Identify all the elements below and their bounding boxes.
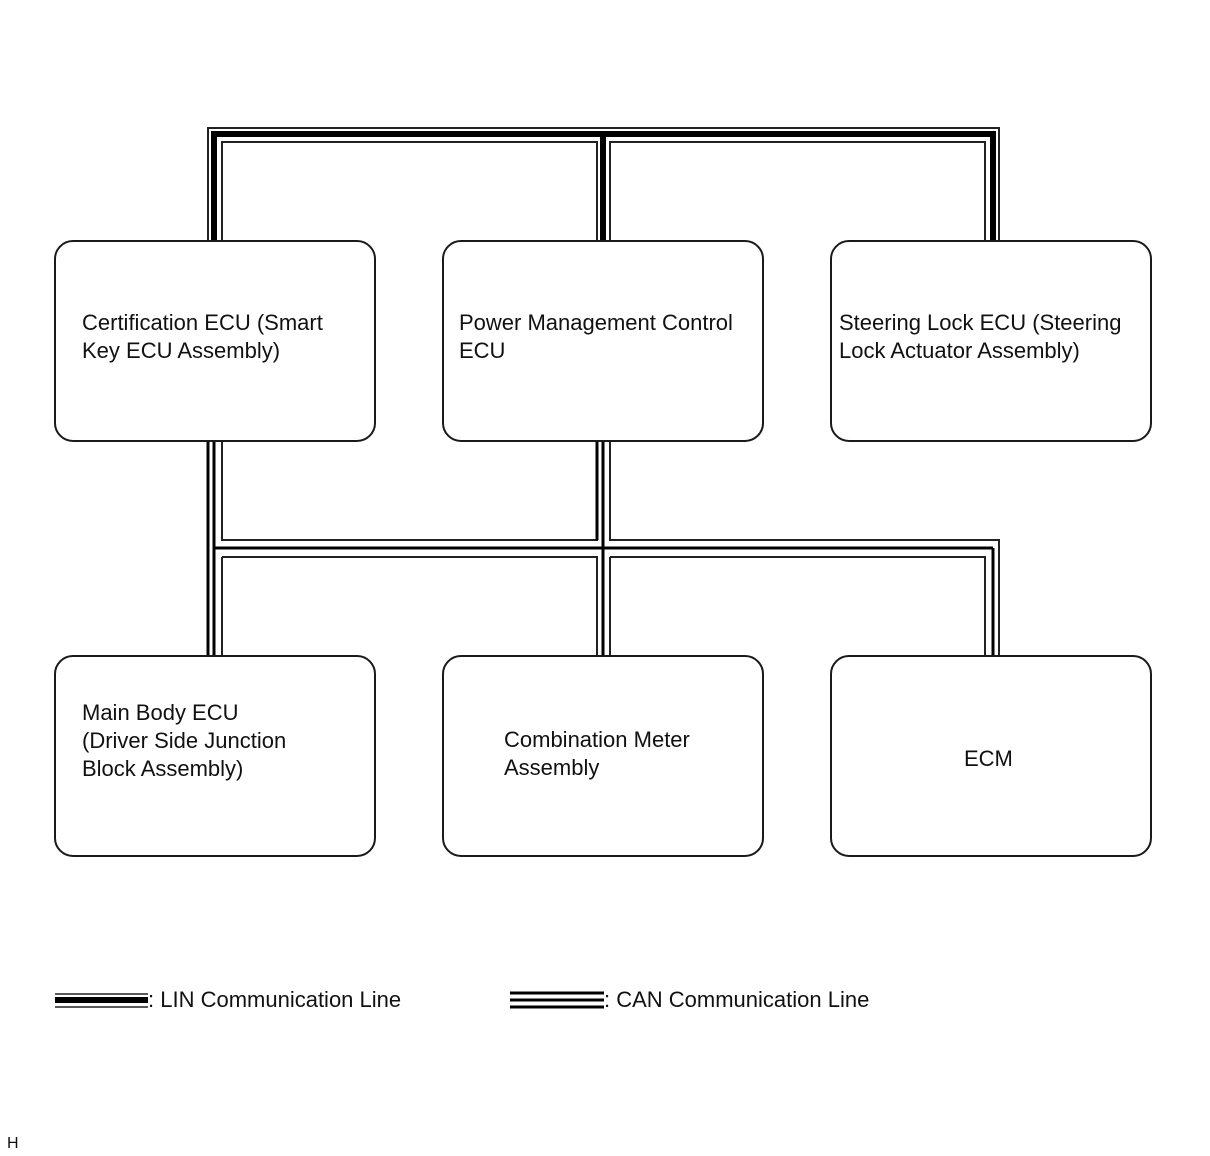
legend-can-swatch [510,991,604,1009]
corner-mark: H [7,1135,19,1152]
legend: : LIN Communication Line : CAN Communica… [55,987,869,1012]
node-certification-ecu: Certification ECU (Smart Key ECU Assembl… [54,240,376,442]
node-label-line: Main Body ECU [82,700,239,725]
node-label-line: Key ECU Assembly) [82,338,280,363]
node-label-line: Certification ECU (Smart [82,310,323,335]
node-label-line: (Driver Side Junction [82,728,286,753]
node-label-line: Block Assembly) [82,756,243,781]
lin-bus-top [207,127,1000,240]
node-label-line: ECU [459,338,505,363]
node-label-line: Assembly [504,755,599,780]
node-label-line: Lock Actuator Assembly) [839,338,1080,363]
node-ecm: ECM [830,655,1152,857]
node-power-management-ecu: Power Management Control ECU [442,240,764,442]
node-main-body-ecu: Main Body ECU (Driver Side Junction Bloc… [54,655,376,857]
legend-lin-swatch [55,993,148,1008]
node-label-line: Steering Lock ECU (Steering [839,310,1121,335]
node-label-line: ECM [964,746,1013,771]
legend-can-label: : CAN Communication Line [604,987,869,1012]
can-bus-bottom [206,442,1000,656]
node-label-line: Combination Meter [504,727,690,752]
node-steering-lock-ecu: Steering Lock ECU (Steering Lock Actuato… [830,240,1152,442]
node-combination-meter: Combination Meter Assembly [442,655,764,857]
legend-lin-label: : LIN Communication Line [148,987,401,1012]
node-label-line: Power Management Control [459,310,733,335]
